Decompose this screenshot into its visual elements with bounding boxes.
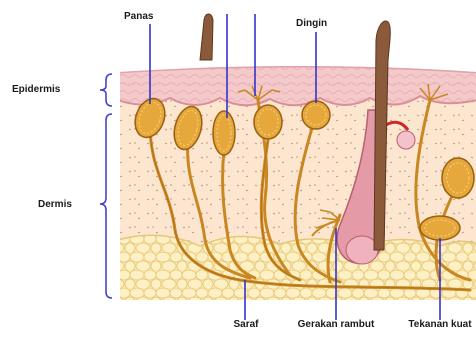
receptor-capsule-icon xyxy=(420,216,460,240)
label-dermis: Dermis xyxy=(38,200,72,210)
epidermis-bracket xyxy=(100,74,112,106)
label-epidermis: Epidermis xyxy=(12,85,60,95)
label-dingin: Dingin xyxy=(296,19,327,29)
skin-block xyxy=(118,60,476,305)
receptor-capsule-icon xyxy=(302,101,330,129)
layer-brackets xyxy=(100,74,112,298)
receptor-capsule-icon xyxy=(213,111,235,155)
receptor-capsule-icon xyxy=(254,105,282,139)
label-saraf: Saraf xyxy=(216,320,276,330)
receptor-capsule-icon xyxy=(442,158,474,198)
hair-shaft-icon xyxy=(200,14,213,60)
label-tekanan-kuat: Tekanan kuat xyxy=(404,320,476,330)
label-panas: Panas xyxy=(124,12,153,22)
label-gerakan-rambut: Gerakan rambut xyxy=(296,320,376,330)
dermis-bracket xyxy=(100,114,112,298)
